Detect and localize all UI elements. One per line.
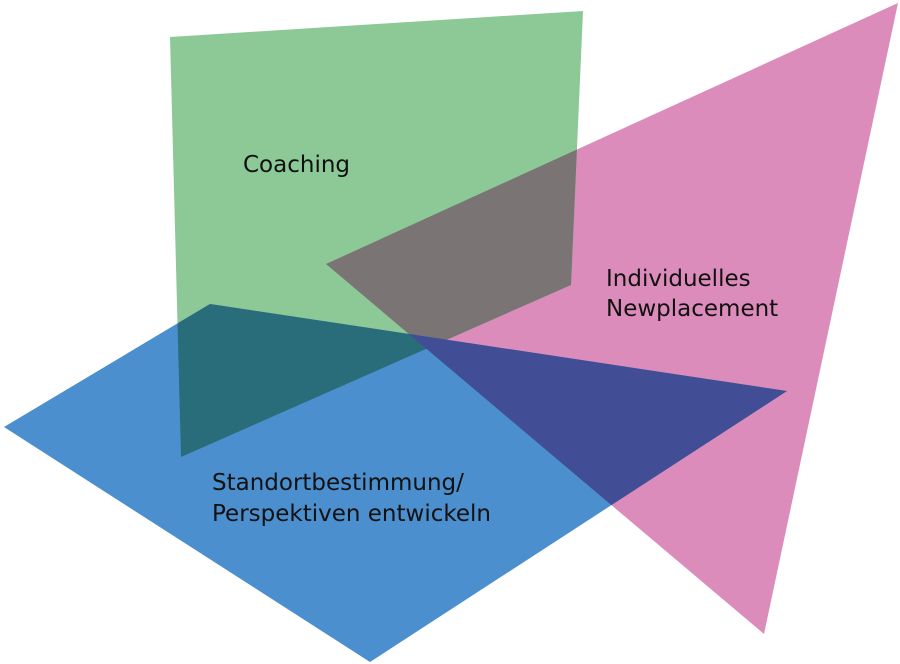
label-coaching: Coaching [243, 152, 350, 178]
label-newplacement-line1: Individuelles [606, 266, 751, 292]
label-standort-line1: Standortbestimmung/ [212, 470, 464, 496]
label-standort-line2: Perspektiven entwickeln [212, 501, 491, 527]
green-blue-overlap [170, 304, 583, 457]
label-newplacement-line2: Newplacement [606, 296, 778, 322]
pink-triangle [326, 3, 898, 634]
